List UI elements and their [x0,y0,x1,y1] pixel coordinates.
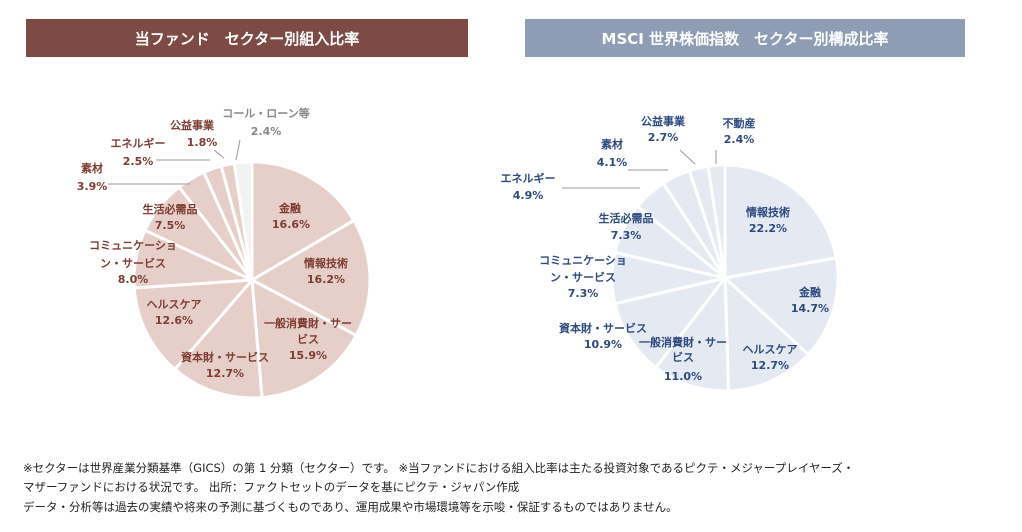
slice-label-公益事業: 公益事業 [641,114,686,128]
slice-label-エネルギー: エネルギー [501,171,556,185]
slice-value: 2.7% [648,131,679,144]
slice-value: 4.1% [597,156,628,169]
slice-label-素材: 素材 [81,161,103,175]
slice-value: 2.5% [123,155,154,168]
pie-slice-ヘルスケア [723,274,811,393]
slice-value: 7.3% [568,287,599,300]
slice-label-コール-ローン等: コール・ローン等 [222,106,309,120]
slice-value: 11.0% [664,370,702,383]
pie-slice-不動産 [706,163,727,279]
footnote-line-3: データ・分析等は過去の実績や将来の予測に基づくものであり、運用成果や市場環境等を… [23,500,678,514]
footnote-line-2: マザーファンドにおける状況です。 出所：ファクトセットのデータを基にピクテ・ジャ… [23,480,520,494]
leader-line [679,149,696,165]
leader-line [235,139,241,161]
slice-label-エネルギー: エネルギー [111,136,166,150]
pie-slice-資本財-サービス [172,276,264,400]
pie-chart-fund: 金融 16.6% 情報技術 16.2% 一般消費財・サービス 15.9% 資本財・サービス 1… [77,106,372,400]
pie-slice-金融 [721,256,840,357]
pie-chart-msci: 情報技術 22.2% 金融 14.7% ヘルスケア 12.7% 一般消費財・サービス 11.0… [501,114,840,393]
slice-label-コミュニケーション-サービス: コミュニケーショ [539,254,627,267]
slice-value: 14.7% [791,302,829,315]
pie-slice-情報技術 [723,163,838,280]
slice-value: 16.6% [272,218,310,231]
slice-label-資本財-サービス: 資本財・サービス [559,321,647,335]
pie-slice-コール-ローン等 [232,160,254,281]
pie-slice-情報技術 [248,218,372,338]
pie-slice-一般消費財-サービス [250,277,359,400]
slice-label-一般消費財-サービス: 一般消費財・サー [264,316,352,330]
slice-label-資本財-サービス: 資本財・サービス [181,350,269,364]
slice-label-情報技術: 情報技術 [304,256,348,270]
slice-value: 15.9% [289,349,327,362]
slice-value: 12.7% [751,359,789,372]
slice-label-情報技術: 情報技術 [746,205,790,219]
slice-value: 7.5% [155,219,186,232]
pie-slice-ヘルスケア [132,278,256,372]
slice-value: 8.0% [118,273,149,286]
slice-label-コミュニケーション-サービス: コミュニケーショ [89,239,177,252]
slice-value: 12.7% [206,367,244,380]
fund-chart-header: 当ファンド セクター別組入比率 [26,19,468,57]
msci-chart-header: MSCI 世界株価指数 セクター別構成比率 [525,19,965,57]
pie-slice-金融 [250,160,356,283]
slice-value: 4.9% [513,189,544,202]
slice-label-一般消費財-サービス: ビス [297,332,319,346]
slice-label-生活必需品: 生活必需品 [599,211,654,225]
slice-label-素材: 素材 [601,137,623,151]
pie-slice-一般消費財-サービス [653,273,731,393]
slice-value: 2.4% [251,125,282,138]
footnote-line-1: ※セクターは世界産業分類基準（GICS）の第 1 分類（セクター）です。 ※当フ… [23,461,855,475]
slice-label-金融: 金融 [798,285,821,299]
slice-value: 3.9% [77,180,108,193]
slice-label-ヘルスケア: ヘルスケア [743,343,798,356]
slice-value: 2.4% [724,133,755,146]
slice-label-ヘルスケア: ヘルスケア [147,298,202,311]
slice-label-コミュニケーション-サービス: ン・サービス [550,270,616,284]
slice-value: 16.2% [307,273,345,286]
slice-value: 22.2% [749,222,787,235]
slice-value: 10.9% [584,338,622,351]
slice-label-一般消費財-サービス: ビス [672,350,694,364]
slice-label-コミュニケーション-サービス: ン・サービス [100,256,166,270]
slice-value: 12.6% [155,314,193,327]
slice-value: 7.3% [611,229,642,242]
slice-label-一般消費財-サービス: 一般消費財・サー [639,335,727,349]
slice-value: 1.8% [187,136,218,149]
slice-label-生活必需品: 生活必需品 [143,202,198,216]
slice-label-金融: 金融 [278,201,301,215]
slice-label-不動産: 不動産 [723,116,756,130]
slice-label-公益事業: 公益事業 [170,118,215,132]
leader-line [213,149,225,159]
